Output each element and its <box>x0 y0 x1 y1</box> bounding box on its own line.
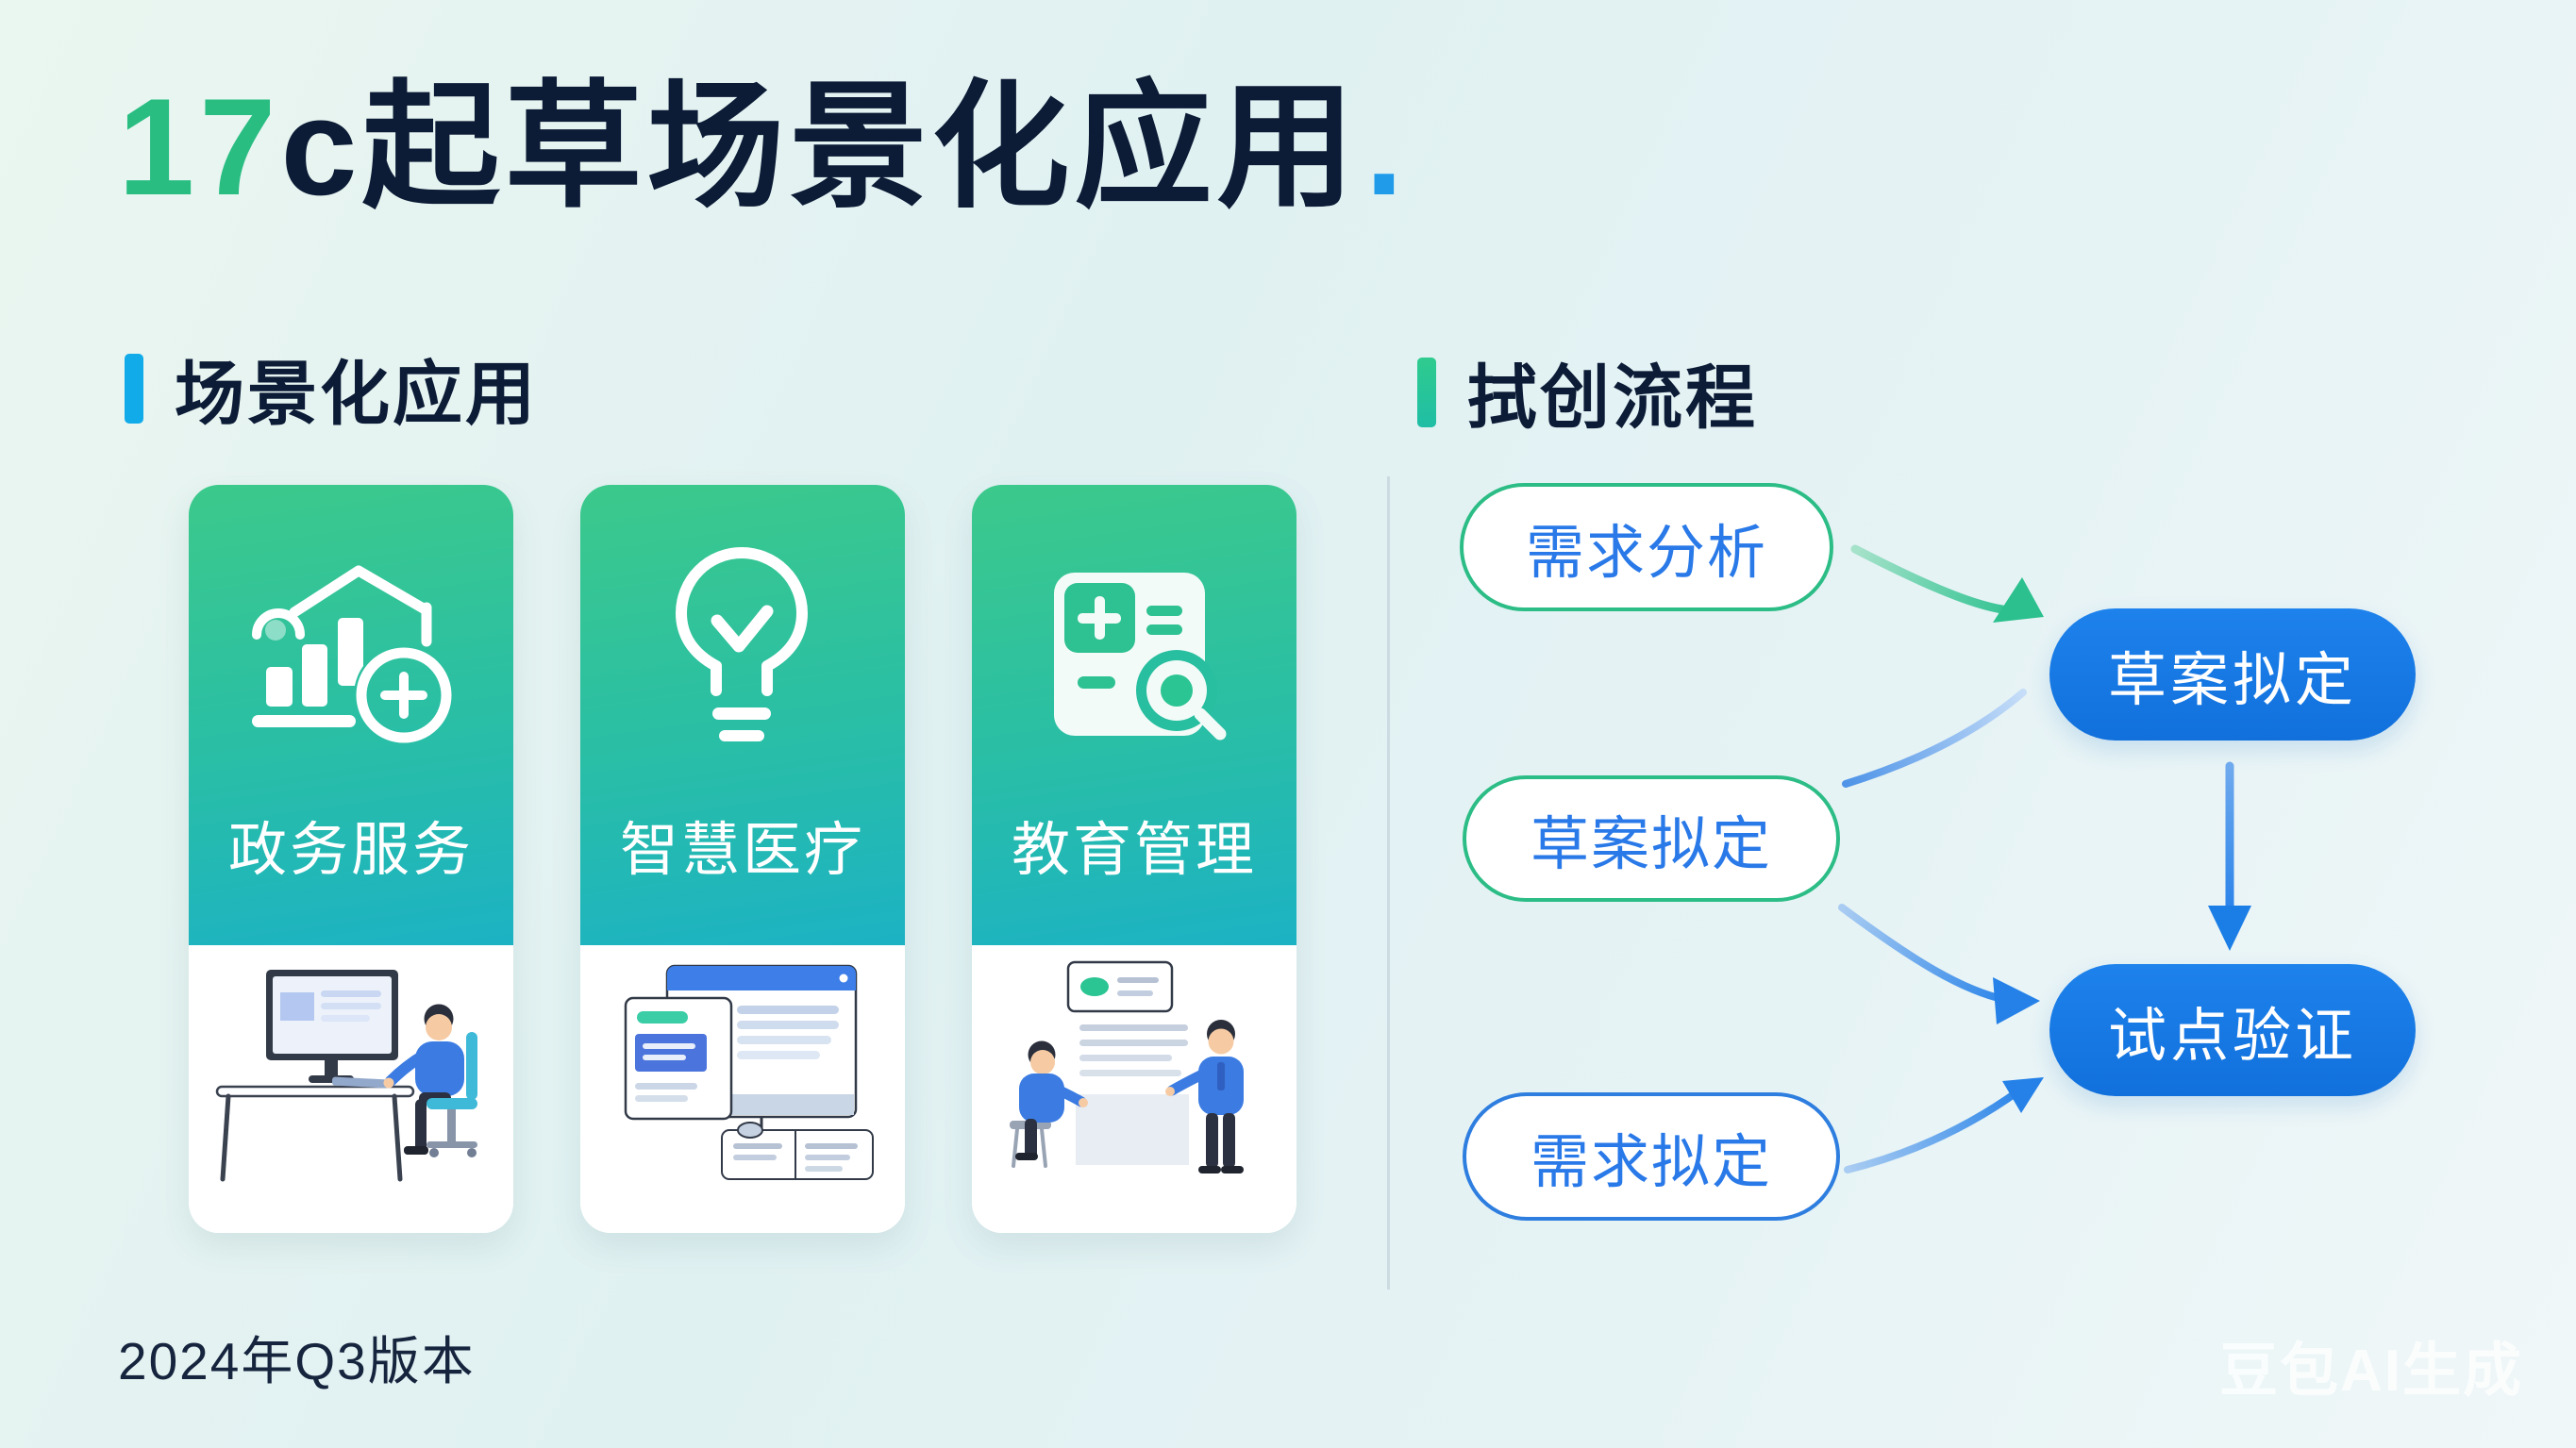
card-label: 政务服务 <box>227 818 474 883</box>
flow-node-label: 试点验证 <box>2107 1004 2357 1069</box>
flow-node-requirements-analysis: 需求分析 <box>1460 483 1833 611</box>
section-scenario-applications: 场景化应用 <box>125 338 538 439</box>
title-period-dot: . <box>1364 70 1409 224</box>
section-accent-bar <box>1417 357 1436 427</box>
arrowhead-up-right <box>2002 1077 2044 1113</box>
arrow-draftsrc-to-draft <box>1842 689 2027 788</box>
flow-node-label: 草案拟定 <box>2107 648 2357 713</box>
section-heading: 场景化应用 <box>175 355 538 433</box>
page-title: 17c起草场景化应用. <box>118 70 1409 224</box>
title-highlight: 17 <box>118 70 281 224</box>
card-label: 智慧医疗 <box>619 818 865 883</box>
flow-node-label: 需求分析 <box>1525 521 1767 586</box>
card-illustration-meeting <box>972 945 1296 1233</box>
card-label: 教育管理 <box>1011 818 1257 883</box>
card-smart-healthcare: 智慧医疗 <box>580 485 905 1233</box>
arrowhead-down <box>2208 906 2251 951</box>
card-header: 教育管理 <box>972 485 1296 945</box>
card-government-services: 政务服务 <box>189 485 513 1233</box>
bulb-check-icon <box>676 547 808 741</box>
arrowhead-right <box>1993 977 2040 1024</box>
flow-node-requirements-formulation: 需求拟定 <box>1463 1092 1840 1221</box>
flow-node-draft-formulation: 草案拟定 <box>2049 608 2416 741</box>
flow-node-label: 需求拟定 <box>1530 1130 1772 1195</box>
version-label: 2024年Q3版本 <box>118 1332 476 1390</box>
calculator-search-icon <box>1054 573 1227 741</box>
flow-node-label: 草案拟定 <box>1530 812 1772 877</box>
section-creation-process: 拭创流程 <box>1417 341 1758 442</box>
arrow-analysis-to-draft <box>1850 544 2007 614</box>
arrow-draftsrc-to-pilot <box>1838 904 2010 1004</box>
card-header: 智慧医疗 <box>580 485 905 945</box>
section-accent-bar <box>125 353 143 424</box>
arrow-requirements-to-pilot <box>1844 1087 2023 1173</box>
card-illustration-medical-screens <box>580 945 905 1233</box>
title-main-text: c起草场景化应用 <box>280 70 1360 224</box>
house-chart-plus-icon <box>252 565 452 743</box>
card-education-management: 教育管理 <box>972 485 1296 1233</box>
ai-watermark: 豆包AI生成 <box>2219 1339 2524 1404</box>
flow-node-pilot-verification: 试点验证 <box>2049 964 2416 1096</box>
section-heading: 拭创流程 <box>1467 358 1758 437</box>
card-illustration-person-at-computer <box>189 945 513 1233</box>
arrowhead-teal <box>1993 577 2044 623</box>
flow-node-draft-formulation-source: 草案拟定 <box>1463 775 1840 902</box>
vertical-divider <box>1387 476 1390 1290</box>
card-header: 政务服务 <box>189 485 513 945</box>
